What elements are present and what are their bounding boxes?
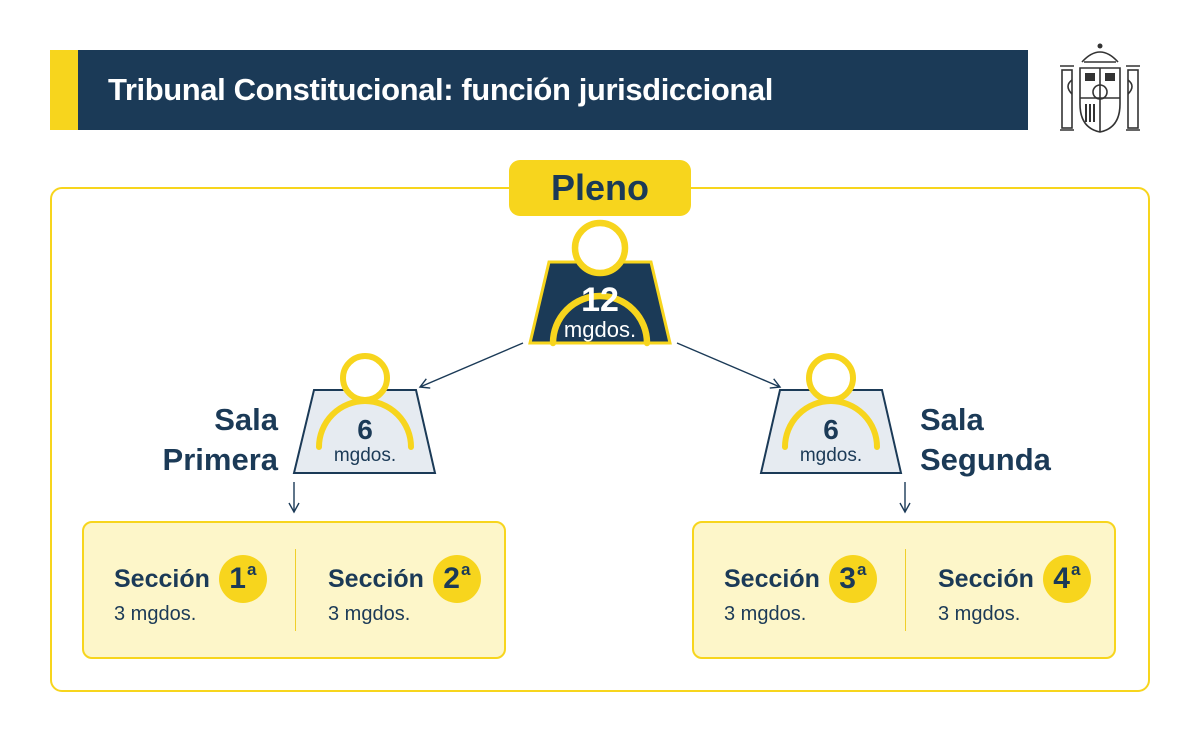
seccion-3-suffix: a [856, 560, 867, 579]
sala-primera-label-line1: Sala [214, 402, 278, 437]
seccion-3-members: 3 mgdos. [724, 603, 807, 625]
sala-segunda-member-count: 6 mgdos. [769, 414, 893, 466]
seccion-4-number: 4 [1053, 562, 1070, 595]
sala-segunda-label-line1: Sala [920, 402, 984, 437]
seccion-1-title: Sección [114, 564, 210, 593]
sala-segunda-label: Sala Segunda [920, 400, 1060, 480]
seccion-4-title: Sección [938, 564, 1034, 593]
sala-primera-weight-icon [292, 353, 437, 474]
seccion-2-number: 2 [443, 562, 460, 595]
seccion-4-members: 3 mgdos. [938, 603, 1021, 625]
seccion-1-number: 1 [229, 562, 246, 595]
header-accent [50, 50, 78, 130]
seccion-2-title: Sección [328, 564, 424, 593]
arrow-pleno-to-sala-primera [418, 342, 524, 389]
sala-primera-member-count: 6 mgdos. [303, 414, 427, 466]
seccion-2-members: 3 mgdos. [328, 603, 411, 625]
seccion-3-title: Sección [724, 564, 820, 593]
pleno-weight-icon [528, 219, 672, 347]
sala-segunda-weight-icon [759, 353, 903, 474]
seccion-1-members: 3 mgdos. [114, 603, 197, 625]
sala-segunda-unit: mgdos. [799, 445, 863, 466]
seccion-4-suffix: a [1070, 560, 1081, 579]
header-bar: Tribunal Constitucional: función jurisdi… [78, 50, 1028, 130]
panel-divider [295, 549, 296, 631]
seccion-1-suffix: a [246, 560, 257, 579]
sala-segunda-label-line2: Segunda [920, 442, 1051, 477]
panel-divider [905, 549, 906, 631]
pleno-count: 12 [581, 281, 619, 319]
seccion-2-suffix: a [460, 560, 471, 579]
sala-primera-label-line2: Primera [162, 442, 278, 477]
pleno-member-count: 12 mgdos. [530, 283, 670, 341]
sala-primera-count: 6 [357, 414, 373, 445]
pleno-unit: mgdos. [563, 317, 637, 342]
page-title: Tribunal Constitucional: función jurisdi… [108, 72, 773, 107]
sala-primera-label: Sala Primera [160, 400, 278, 480]
seccion-3-number: 3 [839, 562, 856, 595]
arrow-pleno-to-sala-segunda [676, 342, 782, 389]
coat-of-arms-icon [1060, 43, 1140, 133]
pleno-label: Pleno [509, 160, 691, 216]
sala-segunda-count: 6 [823, 414, 839, 445]
sala-primera-unit: mgdos. [333, 445, 397, 466]
